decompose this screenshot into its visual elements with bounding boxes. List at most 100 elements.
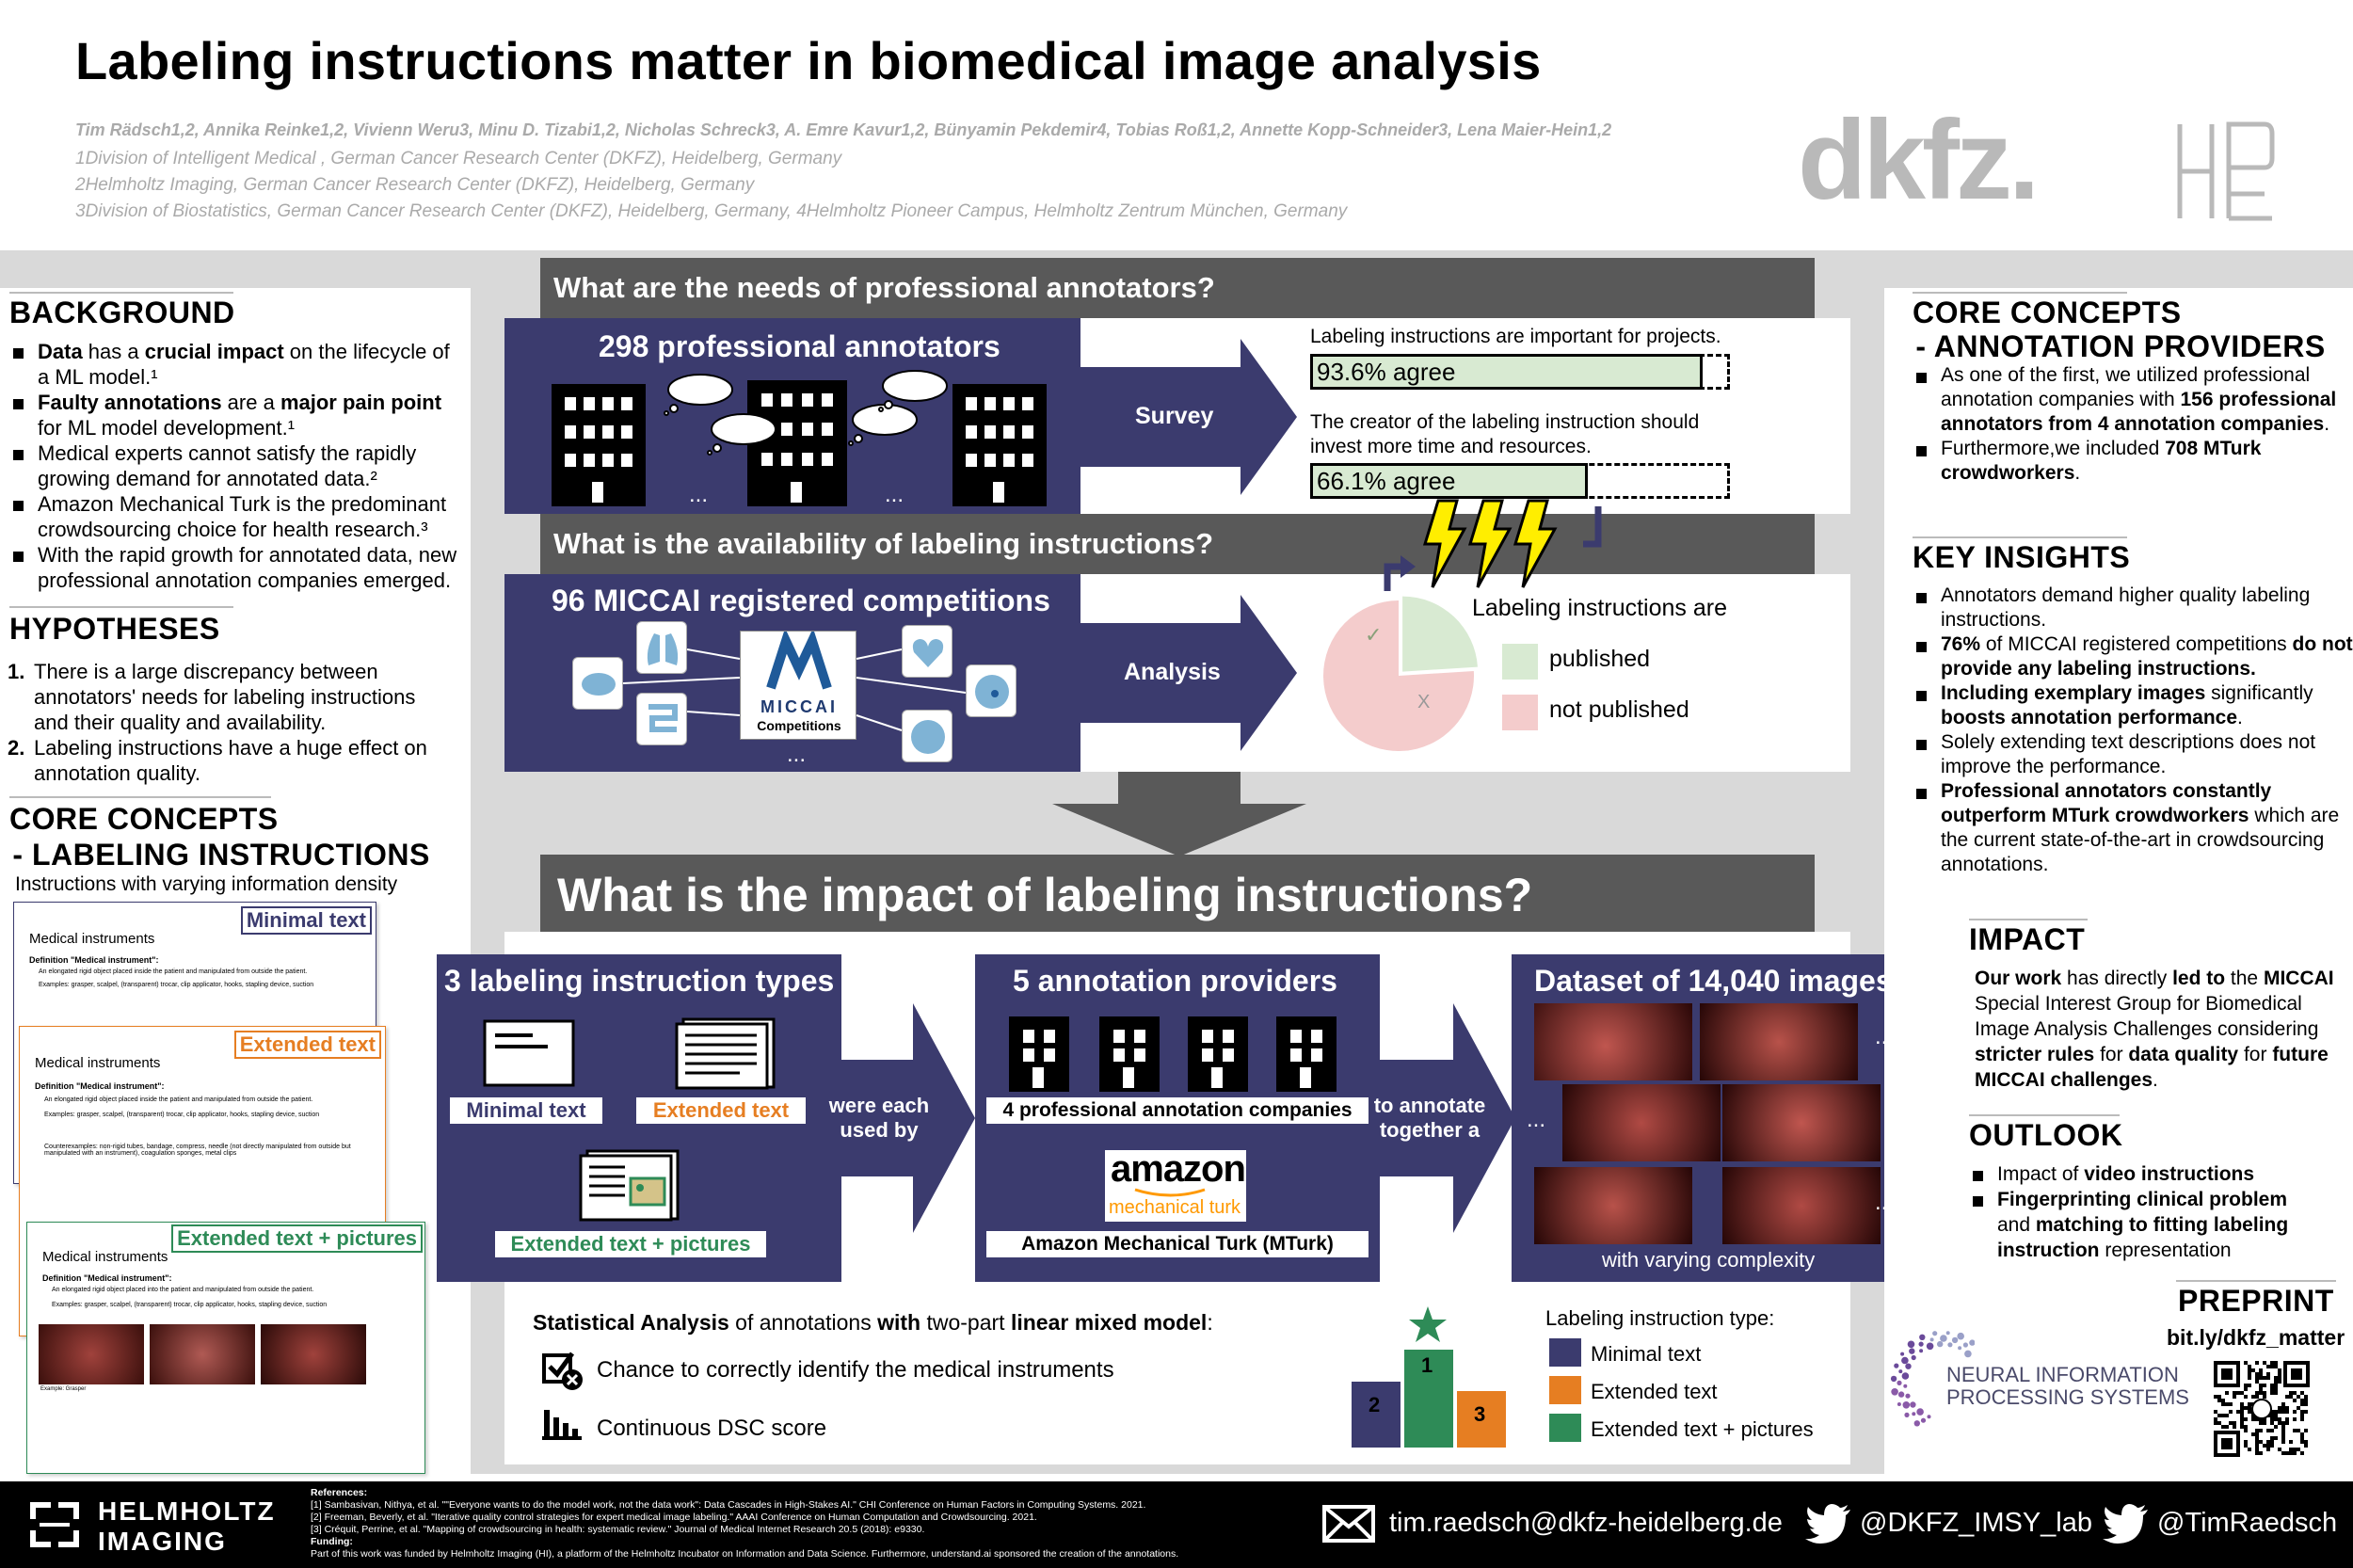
ellipsis: ...: [885, 482, 904, 507]
needs-band: What are the needs of professional annot…: [540, 258, 1815, 318]
card-line: Examples: grasper, scalpel, (transparent…: [39, 982, 314, 988]
list-item: As one of the first, we utilized profess…: [1914, 363, 2347, 437]
legend-swatch-minimal: [1549, 1338, 1581, 1367]
window: [1310, 1030, 1322, 1043]
window: [1310, 1048, 1322, 1062]
thought-cloud-icon: [878, 370, 948, 412]
card-title: Medical instruments: [35, 1055, 161, 1071]
list-item: Amazon Mechanical Turk is the predominan…: [11, 491, 463, 542]
podium-second: [1352, 1382, 1401, 1448]
window: [984, 397, 996, 410]
miccai-logo: MICCAI Competitions: [740, 628, 856, 740]
card-definition: Definition "Medical instrument":: [42, 1273, 172, 1283]
legend-published: published: [1549, 646, 1651, 672]
cross-icon: X: [1417, 692, 1430, 712]
intestine-icon: [636, 693, 687, 745]
connector-label-2: to annotate together a: [1373, 1094, 1486, 1142]
knee-icon: [902, 710, 952, 762]
divider: [1969, 1114, 2120, 1116]
company-buildings: [975, 954, 1380, 1282]
building-icon: [1188, 1016, 1248, 1092]
dataset-subtitle: with varying complexity: [1602, 1248, 1816, 1272]
survey-question-1: Labeling instructions are important for …: [1310, 326, 1721, 347]
door: [993, 482, 1004, 503]
window: [1290, 1030, 1303, 1043]
list-item: With the rapid growth for annotated data…: [11, 542, 463, 593]
card-line: An elongated rigid object placed inside …: [44, 1096, 313, 1103]
window: [966, 454, 977, 467]
agree-bar-2: 66.1% agree: [1310, 463, 1588, 499]
door: [1032, 1067, 1044, 1088]
legend-minimal: Minimal text: [1591, 1342, 1702, 1366]
door: [1300, 1067, 1311, 1088]
twitter-handle-lab[interactable]: @DKFZ_IMSY_lab: [1860, 1508, 2093, 1538]
window: [1113, 1030, 1126, 1043]
list-item: 1.There is a large discrepancy between a…: [8, 660, 416, 734]
providers-title: 5 annotation providers: [1013, 964, 1337, 998]
surgery-image: [1562, 1084, 1721, 1161]
miccai-text: MICCAI: [760, 697, 838, 716]
availability-heading: What is the availability of labeling ins…: [553, 527, 1214, 560]
card-line: An elongated rigid object placed into th…: [52, 1287, 314, 1293]
core-ap-heading-1: CORE CONCEPTS: [1913, 296, 2182, 329]
list-item: Annotators demand higher quality labelin…: [1914, 584, 2353, 632]
doc-icon-extended: [675, 1017, 776, 1090]
helmholtz-pioneer-logo: HP: [2174, 120, 2278, 224]
window: [1022, 425, 1033, 439]
window: [781, 423, 793, 437]
window: [1022, 397, 1033, 410]
preprint-link[interactable]: bit.ly/dkfz_matter: [2167, 1325, 2345, 1350]
list-item: Furthermore,we included 708 MTurk crowdw…: [1914, 437, 2347, 486]
window: [801, 452, 813, 466]
thought-cloud-icon: [707, 413, 776, 456]
neurips-text-1: NEURAL INFORMATION: [1946, 1363, 2179, 1386]
mturk-text: mechanical turk: [1109, 1197, 1241, 1218]
mturk-label: Amazon Mechanical Turk (MTurk): [986, 1231, 1369, 1257]
connector-label-1: were each used by: [828, 1094, 930, 1142]
helmholtz-imaging-icon: [30, 1502, 79, 1547]
card-line: An elongated rigid object placed inside …: [39, 968, 308, 975]
window: [801, 423, 813, 437]
building-icon: [952, 384, 1047, 506]
window: [1290, 1048, 1303, 1062]
references: References: [1] Sambasivan, Nithya, et a…: [311, 1487, 1289, 1560]
legend-swatch-not-published: [1502, 695, 1538, 730]
podium-third: [1457, 1391, 1506, 1448]
agree-value-1: 93.6% agree: [1317, 358, 1456, 386]
window: [781, 393, 793, 407]
affiliation-1: 1Division of Intelligent Medical , Germa…: [75, 149, 842, 168]
divider: [9, 796, 271, 798]
window: [1043, 1048, 1055, 1062]
connector-arrow-2: [1369, 1003, 1515, 1233]
type-extended-pictures: Extended text + pictures: [495, 1231, 766, 1257]
window: [821, 393, 833, 407]
thought-cloud-icon: [664, 374, 733, 416]
metric-2: Continuous DSC score: [597, 1416, 827, 1441]
background-heading: BACKGROUND: [9, 296, 235, 329]
survey-question-2: The creator of the labeling instruction …: [1310, 411, 1700, 457]
hypotheses-list: 1.There is a large discrepancy between a…: [8, 659, 450, 786]
window: [1023, 1030, 1035, 1043]
amazon-text: amazon: [1111, 1148, 1246, 1190]
list-item: 76% of MICCAI registered competitions do…: [1914, 632, 2353, 681]
heart-icon: [902, 625, 952, 678]
window: [584, 425, 595, 439]
window: [821, 423, 833, 437]
card-tag: Minimal text: [240, 906, 372, 935]
core-li-heading-2: - LABELING INSTRUCTIONS: [4, 838, 430, 872]
affiliation-2: 2Helmholtz Imaging, German Cancer Resear…: [75, 175, 755, 195]
twitter-handle-author[interactable]: @TimRaedsch: [2157, 1508, 2338, 1538]
window: [1222, 1030, 1234, 1043]
window: [602, 454, 614, 467]
window: [821, 452, 833, 466]
window: [1113, 1048, 1126, 1062]
contact-email[interactable]: tim.raedsch@dkfz-heidelberg.de: [1389, 1508, 1783, 1538]
competitions-title: 96 MICCAI registered competitions: [552, 584, 1050, 617]
qr-code[interactable]: [2212, 1359, 2312, 1459]
ellipsis: ...: [1527, 1107, 1546, 1132]
annotators-title: 298 professional annotators: [599, 329, 1000, 363]
divider: [1913, 536, 2127, 538]
divider: [1913, 292, 2127, 294]
window: [966, 397, 977, 410]
references-title: References:: [311, 1487, 368, 1498]
